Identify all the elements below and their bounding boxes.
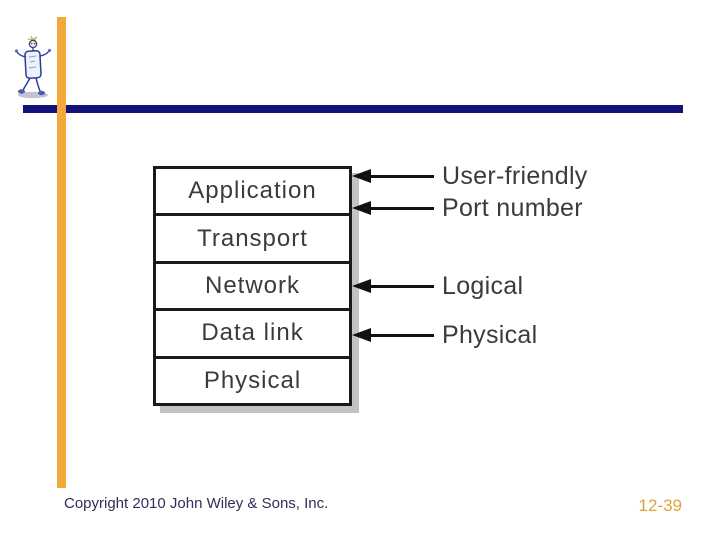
stack-layer-label: Transport xyxy=(197,224,308,252)
stack-layer-label: Network xyxy=(204,272,301,300)
annotation-user-friendly: User-friendly xyxy=(352,161,588,190)
stack-layer-network: Network xyxy=(156,260,349,308)
protocol-stack: Application Transport Network Data link … xyxy=(153,166,352,406)
robot-mascot-icon xyxy=(14,35,52,99)
annotation-label: Physical xyxy=(442,320,538,349)
annotation-label: Port number xyxy=(442,193,583,222)
arrow-left-icon xyxy=(352,169,371,183)
header-rule xyxy=(23,105,683,113)
accent-bar xyxy=(57,17,66,488)
stack-layer-label: Physical xyxy=(203,366,302,394)
stack-layer-label: Data link xyxy=(201,319,304,347)
arrow-left-icon xyxy=(352,201,371,215)
stack-layer-datalink: Data link xyxy=(156,308,349,355)
annotation-logical: Logical xyxy=(352,271,524,300)
arrow-shaft xyxy=(371,174,434,178)
copyright-text: Copyright 2010 John Wiley & Sons, Inc. xyxy=(64,495,329,512)
stack-layer-transport: Transport xyxy=(156,213,349,260)
arrow-shaft xyxy=(371,206,434,210)
arrow-shaft xyxy=(371,333,434,337)
annotation-port-number: Port number xyxy=(352,193,583,222)
annotation-label: Logical xyxy=(442,271,524,300)
arrow-left-icon xyxy=(352,328,371,342)
arrow-shaft xyxy=(371,284,434,288)
stack-layer-application: Application xyxy=(156,169,349,213)
annotation-label: User-friendly xyxy=(442,161,588,190)
arrow-left-icon xyxy=(352,279,371,293)
annotation-physical: Physical xyxy=(352,320,538,349)
stack-layer-label: Application xyxy=(188,177,317,205)
stack-layer-physical: Physical xyxy=(156,355,349,403)
slide-page-number: 12-39 xyxy=(638,496,682,515)
